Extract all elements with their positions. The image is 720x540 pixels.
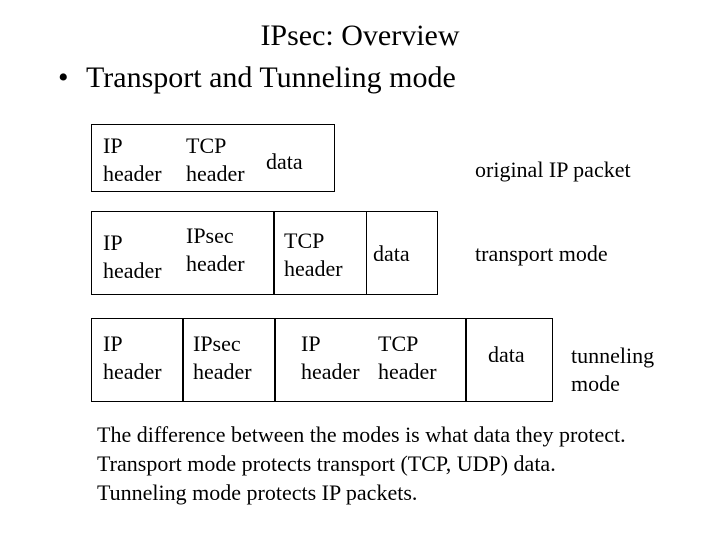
explanation-line: Transport mode protects transport (TCP, … [97,451,556,476]
ip-header-label: IP header [103,230,162,283]
tcp-header-label: TCP header [284,228,343,281]
data-label: data [488,342,525,367]
tunnel-ip-header-box [91,318,183,402]
explanation-text: The difference between the modes is what… [97,420,626,507]
tunnel-inner-header-box [275,318,466,402]
tcp-header-label: TCP header [186,133,245,186]
inner-ip-header-label: IP header [301,331,360,384]
original-packet-label: original IP packet [475,157,631,182]
bullet-text: Transport and Tunneling mode [86,61,456,94]
transport-ip-ipsec-box [91,211,274,295]
tunnel-data-box [466,318,553,402]
explanation-line: The difference between the modes is what… [97,422,626,447]
page-title: IPsec: Overview [260,19,460,52]
inner-tcp-header-label: TCP header [378,331,437,384]
original-packet-box [91,124,335,192]
data-label: data [266,149,303,174]
transport-mode-label: transport mode [475,241,608,266]
explanation-line: Tunneling mode protects IP packets. [97,480,418,505]
data-label: data [373,241,410,266]
tunnel-ipsec-header-box [183,318,275,402]
ip-header-label: IP header [103,133,162,186]
bullet-item: • Transport and Tunneling mode [58,60,456,96]
transport-data-box [366,211,438,295]
ipsec-header-label: IPsec header [186,223,245,276]
tunneling-mode-label: tunneling mode [571,343,655,396]
ip-header-label: IP header [103,331,162,384]
ipsec-header-label: IPsec header [193,331,252,384]
bullet-dot-icon: • [58,61,69,94]
